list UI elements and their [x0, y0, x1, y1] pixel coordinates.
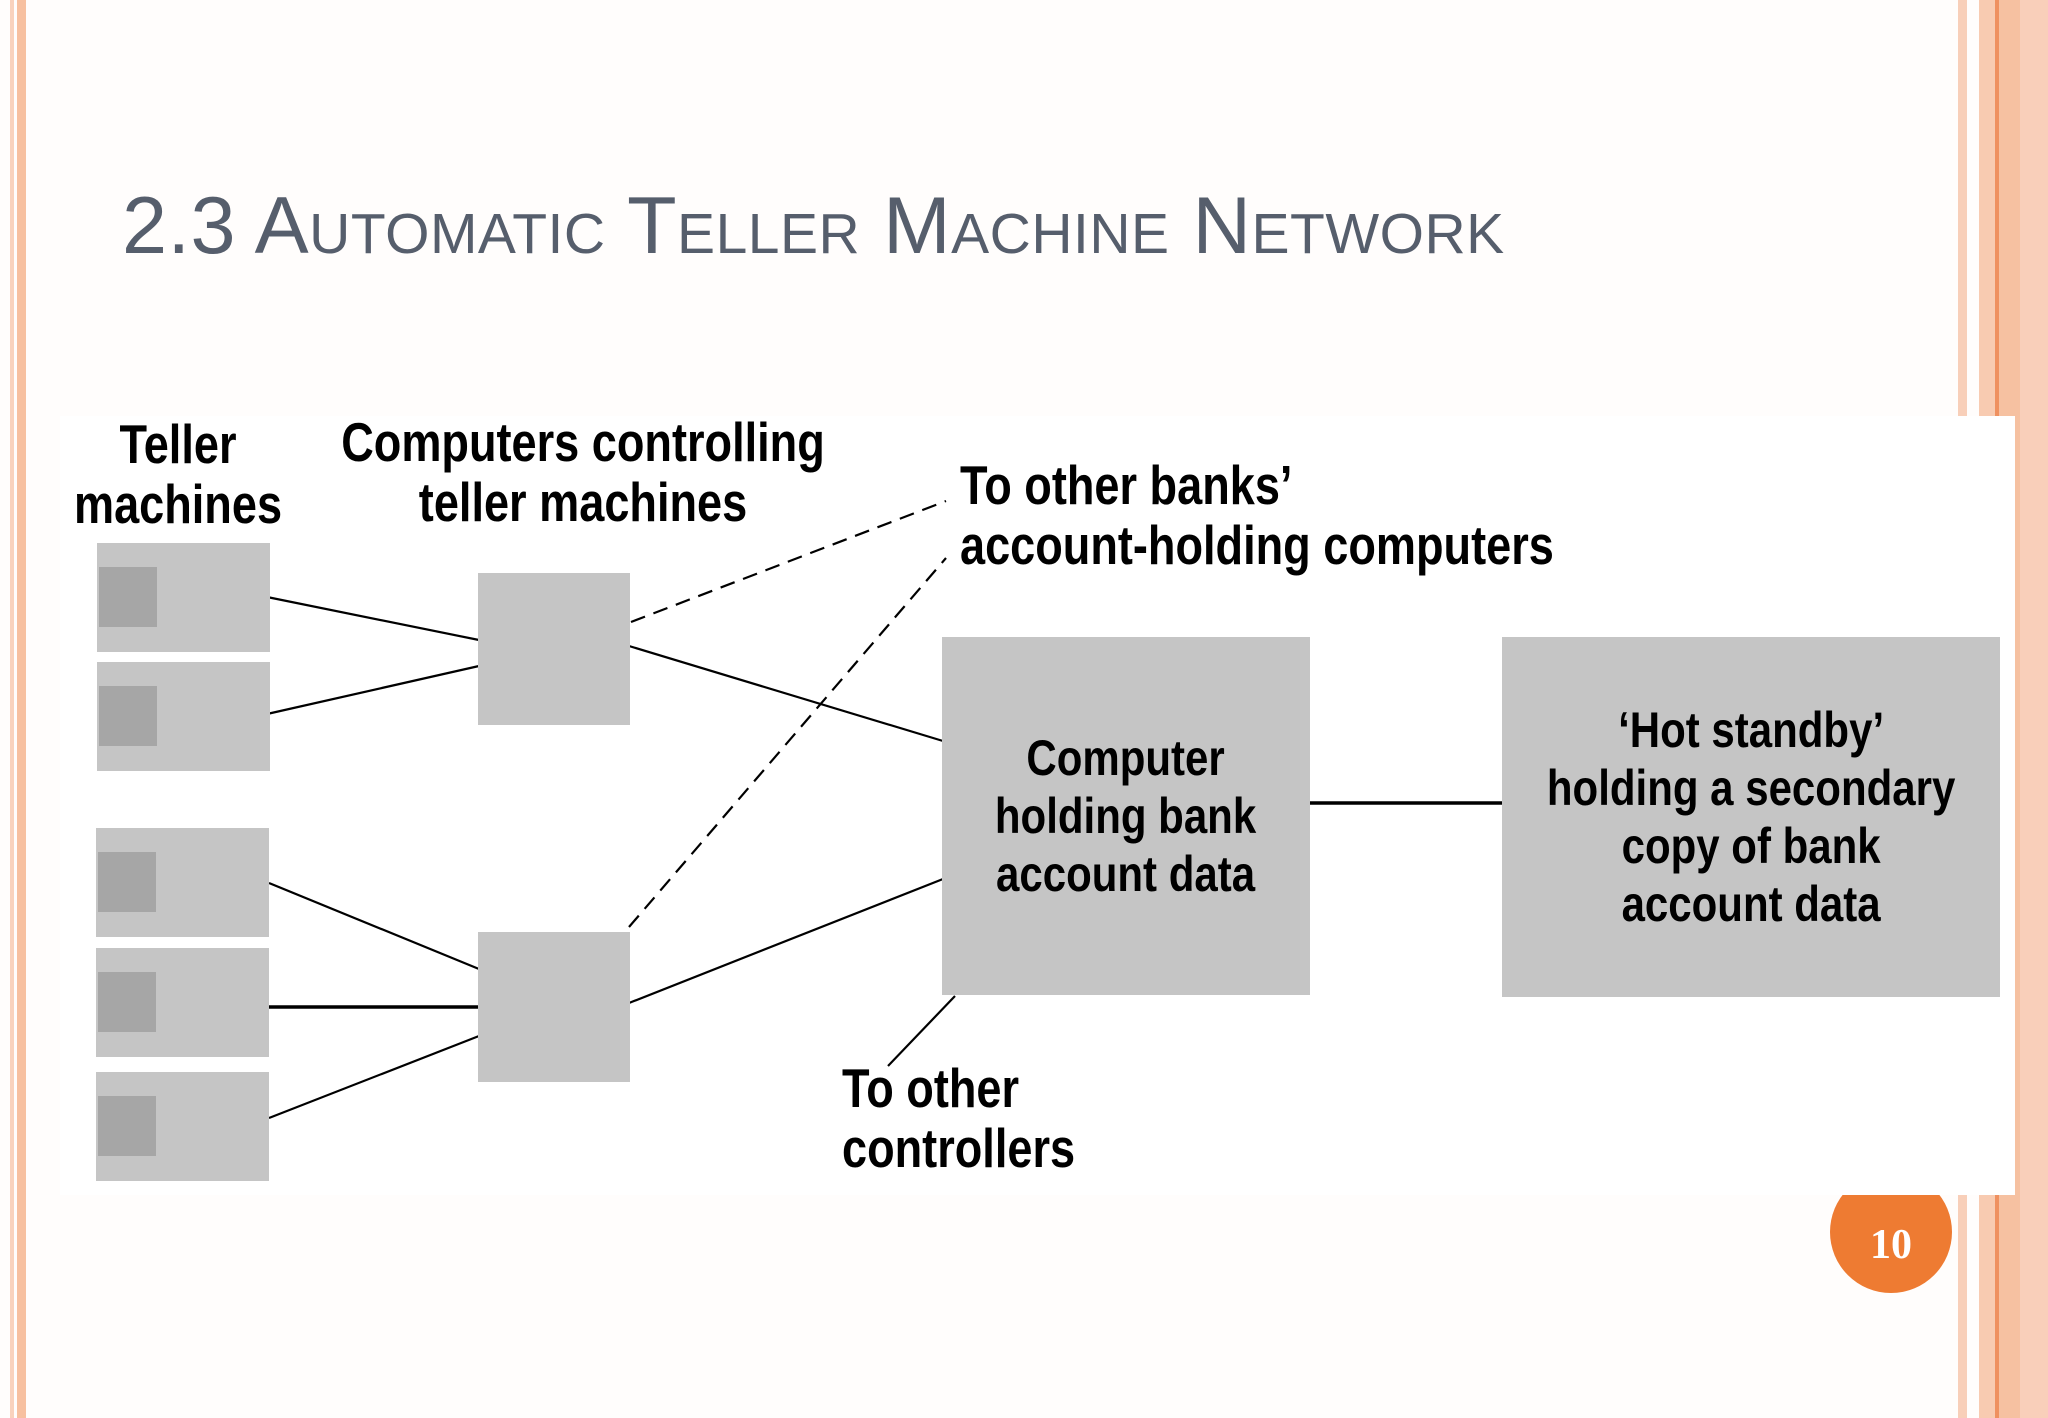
- label-line: holding a secondary: [1546, 760, 1956, 816]
- teller-machine-2: [97, 662, 270, 771]
- hot-standby-node: ‘Hot standby’ holding a secondary copy o…: [1502, 637, 2000, 997]
- link-controller2-other-banks-dashed: [628, 557, 947, 928]
- label-line: Computers controlling: [341, 411, 825, 473]
- teller-machine-1: [97, 543, 270, 652]
- left-border-stripe-wide: [17, 0, 26, 1418]
- controller-node-2: [478, 932, 630, 1082]
- link-teller5-controller2: [268, 1034, 480, 1120]
- link-controller1-other-banks-dashed: [630, 499, 947, 624]
- label-line: Teller: [119, 413, 237, 475]
- link-teller3-controller2: [268, 881, 480, 971]
- link-controller2-account-computer: [628, 877, 944, 1005]
- left-border-stripe-thin: [10, 0, 14, 1418]
- controlling-computers-label: Computers controlling teller machines: [337, 412, 829, 532]
- teller-machine-5-screen: [98, 1096, 156, 1156]
- link-teller2-controller1: [266, 664, 480, 716]
- teller-machine-1-screen: [99, 567, 157, 627]
- label-line: teller machines: [418, 471, 748, 533]
- link-controller1-account-computer: [628, 644, 944, 743]
- label-line: account data: [1621, 876, 1881, 932]
- label-line: To other banks’: [960, 454, 1293, 516]
- page-number: 10: [1870, 1222, 1912, 1268]
- teller-machine-5: [96, 1072, 269, 1181]
- label-line: account-holding computers: [960, 514, 1554, 576]
- other-controllers-label: To other controllers: [842, 1058, 1075, 1178]
- other-banks-label: To other banks’ account-holding computer…: [960, 455, 1554, 575]
- label-line: account data: [996, 846, 1256, 902]
- teller-machine-3-screen: [98, 852, 156, 912]
- teller-machine-4: [96, 948, 269, 1057]
- label-line: ‘Hot standby’: [1617, 702, 1885, 758]
- label-line: copy of bank: [1621, 818, 1881, 874]
- teller-machine-3: [96, 828, 269, 937]
- right-border-band-outer: [2020, 0, 2048, 1418]
- label-line: To other: [842, 1057, 1020, 1119]
- label-line: machines: [73, 473, 283, 535]
- label-line: controllers: [842, 1117, 1076, 1179]
- hot-standby-label: ‘Hot standby’ holding a secondary copy o…: [1547, 701, 1955, 933]
- account-computer-node: Computer holding bank account data: [942, 637, 1310, 995]
- teller-machines-label: Teller machines: [0, 414, 424, 534]
- label-line: holding bank: [995, 788, 1257, 844]
- teller-machine-2-screen: [99, 686, 157, 746]
- link-account-computer-other-controllers: [887, 995, 956, 1067]
- label-line: Computer: [1026, 730, 1226, 786]
- controller-node-1: [478, 573, 630, 725]
- account-computer-label: Computer holding bank account data: [995, 729, 1256, 903]
- teller-machine-4-screen: [98, 972, 156, 1032]
- link-teller1-controller1: [266, 595, 480, 642]
- slide-title: 2.3 Automatic Teller Machine Network: [122, 181, 1505, 271]
